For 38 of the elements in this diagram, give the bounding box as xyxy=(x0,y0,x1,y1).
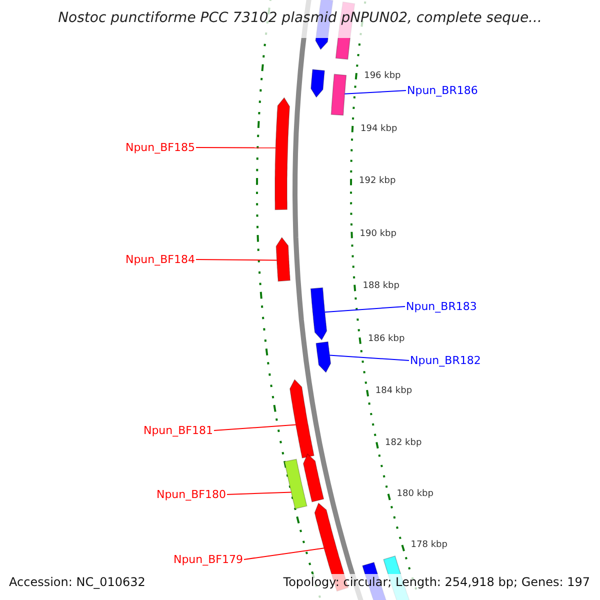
gene-block xyxy=(289,378,314,458)
gene-block xyxy=(310,69,325,98)
scale-label: 188 kbp xyxy=(362,282,400,292)
scale-label: 196 kbp xyxy=(364,72,401,81)
gene-label: Npun_BF179 xyxy=(173,554,243,565)
scale-label: 190 kbp xyxy=(360,230,396,239)
leader-line xyxy=(329,354,410,361)
gene-label: Npun_BF185 xyxy=(125,142,195,153)
scale-label: 182 kbp xyxy=(385,438,422,448)
gene-block xyxy=(302,453,324,502)
leader-line xyxy=(244,548,324,560)
leader-line xyxy=(214,424,296,431)
map-title: Nostoc punctiforme PCC 73102 plasmid pNPUN02, complete seque... xyxy=(57,11,543,25)
scale-label: 184 kbp xyxy=(375,386,412,396)
gene-label: Npun_BF184 xyxy=(125,254,195,265)
gene-label: Npun_BR186 xyxy=(407,85,478,96)
leader-line xyxy=(196,259,278,261)
gene-block xyxy=(316,341,332,373)
gene-bar xyxy=(330,74,347,116)
gene-block xyxy=(276,236,291,282)
scale-label: 186 kbp xyxy=(368,334,405,344)
leader-line xyxy=(226,492,292,495)
summary-text: Topology: circular; Length: 254,918 bp; Genes: 197 xyxy=(283,576,590,588)
accession-text: Accession: NC_010632 xyxy=(9,576,146,588)
gene-block xyxy=(274,97,290,210)
scale-label: 180 kbp xyxy=(396,490,434,499)
leader-line xyxy=(324,306,406,313)
leader-line xyxy=(196,147,276,148)
scale-label: 194 kbp xyxy=(360,124,398,134)
gene-label: Npun_BF181 xyxy=(143,425,213,436)
gene-label: Npun_BR182 xyxy=(410,355,481,366)
gene-bar xyxy=(284,458,308,510)
leader-line xyxy=(344,90,406,94)
gene-label: Npun_BR183 xyxy=(406,301,477,312)
scale-label: 178 kbp xyxy=(410,540,448,550)
gene-block xyxy=(310,287,328,340)
gene-label: Npun_BF180 xyxy=(156,489,226,500)
scale-label: 192 kbp xyxy=(359,177,396,186)
